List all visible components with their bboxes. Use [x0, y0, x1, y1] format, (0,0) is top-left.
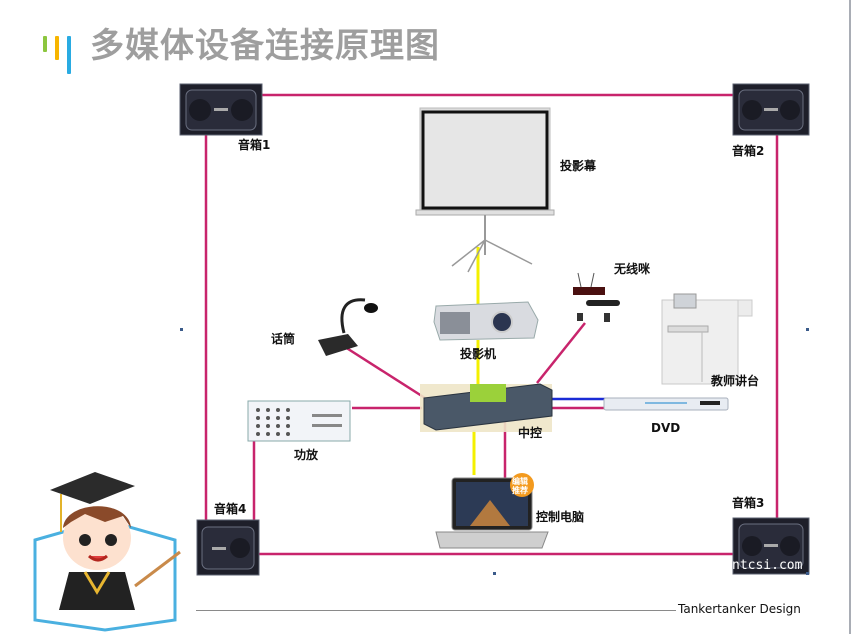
projection-screen: [415, 107, 555, 273]
speaker1: [179, 83, 263, 136]
selection-handle: [180, 328, 183, 331]
footer-rule: [196, 610, 676, 611]
cable-wirelessmic-controller: [536, 322, 586, 384]
label-speaker1: 音箱1: [238, 138, 271, 152]
label-computer: 控制电脑: [536, 510, 585, 524]
label-speaker2: 音箱2: [732, 144, 765, 158]
label-wireless-mic: 无线咪: [614, 262, 651, 276]
accent-bar-green: [43, 36, 47, 52]
label-desk-mic: 话筒: [271, 332, 296, 346]
label-controller: 中控: [518, 426, 543, 440]
label-projector: 投影机: [460, 347, 497, 361]
wireless-mic: [573, 272, 620, 322]
speaker3: [732, 517, 810, 575]
control-computer: [435, 473, 549, 549]
speaker2: [732, 83, 810, 136]
accent-bar-yellow: [55, 36, 59, 60]
teacher-podium: [661, 293, 753, 385]
label-speaker4: 音箱4: [214, 502, 247, 516]
label-amplifier: 功放: [294, 448, 319, 462]
dvd-player: [603, 397, 729, 411]
label-screen: 投影幕: [560, 159, 597, 173]
video-cables: [472, 247, 480, 475]
selection-handle: [493, 572, 496, 575]
desk-mic: [318, 298, 378, 356]
label-speaker3: 音箱3: [732, 496, 765, 510]
accent-bar-blue: [67, 36, 71, 74]
label-podium: 教师讲台: [711, 374, 760, 388]
speaker4: [196, 519, 260, 576]
projector: [433, 301, 539, 341]
selection-handle: [806, 572, 809, 575]
slide-edge-rule: [849, 0, 851, 634]
amplifier: [247, 400, 351, 442]
mascot-graduate-icon: [33, 472, 181, 632]
watermark: ntcsi.com: [732, 558, 803, 573]
editor-badge: 编辑推荐: [512, 477, 528, 495]
footer-credit: Tankertanker Design: [678, 602, 801, 616]
central-controller: [420, 383, 553, 432]
label-dvd: DVD: [651, 421, 681, 435]
cable-mic-controller: [344, 345, 426, 400]
page-title: 多媒体设备连接原理图: [90, 26, 440, 66]
selection-handle: [806, 328, 809, 331]
